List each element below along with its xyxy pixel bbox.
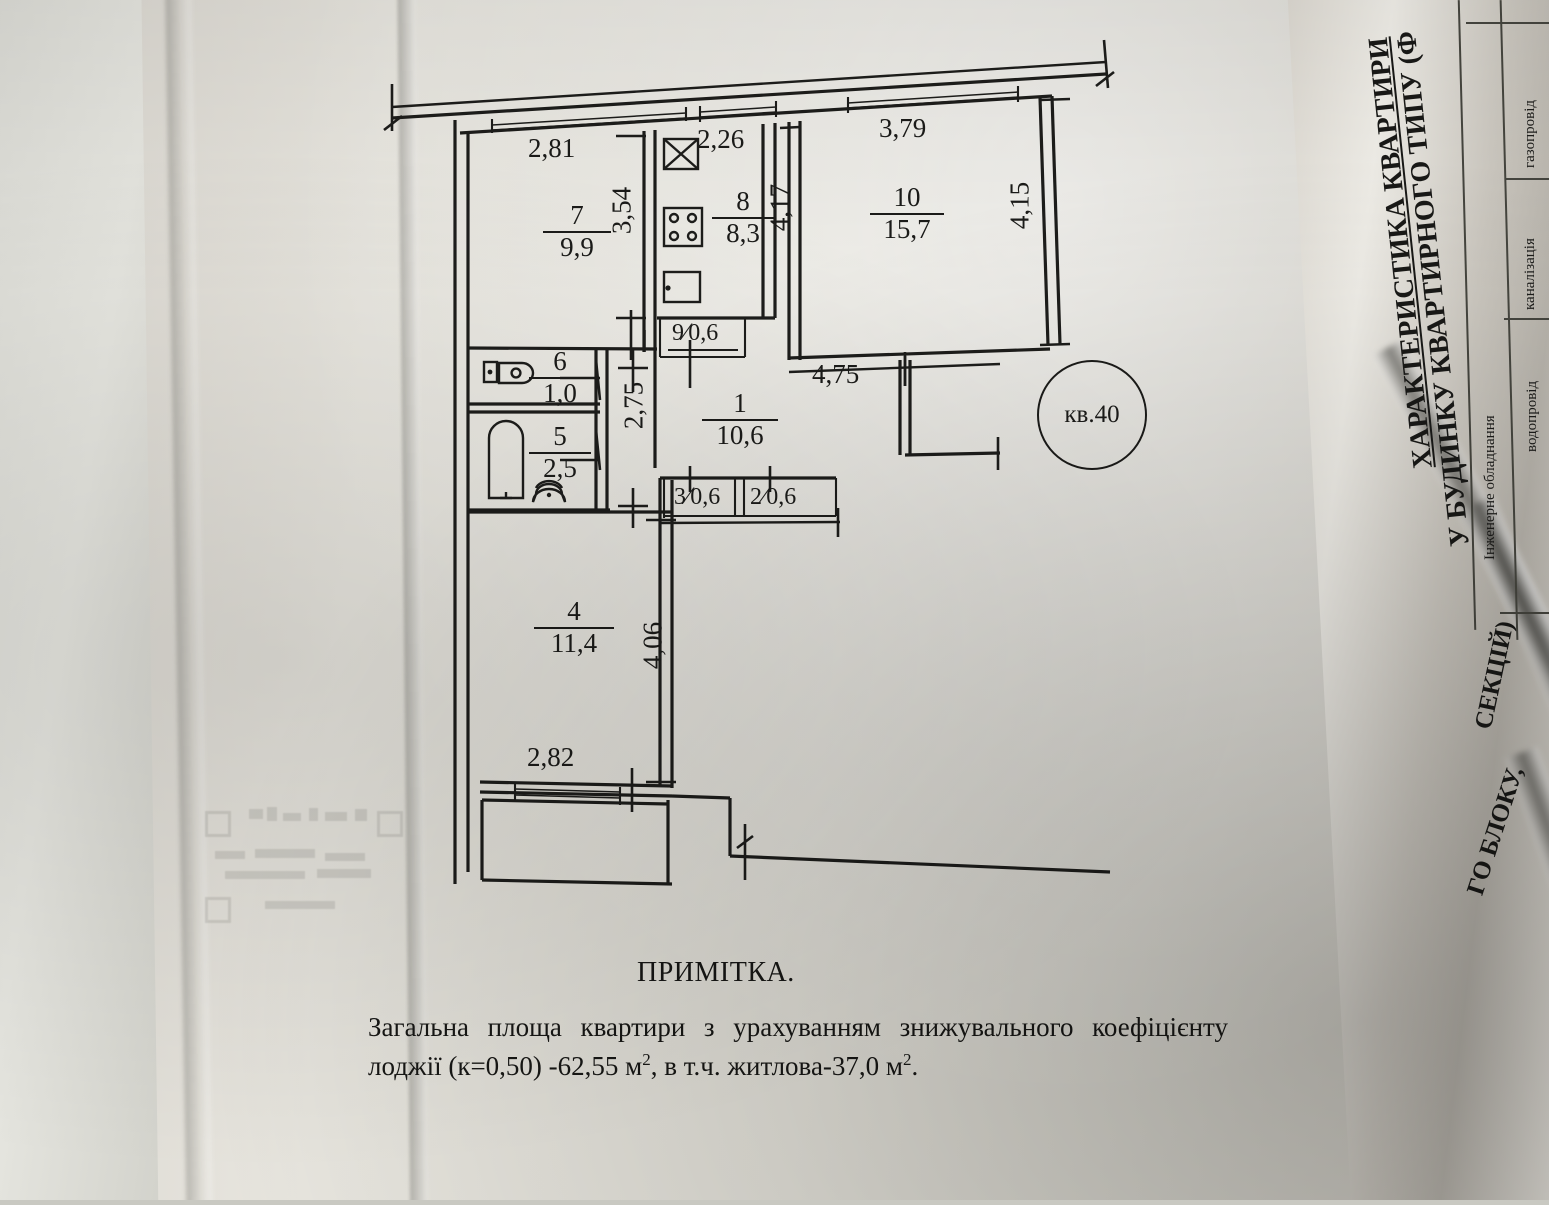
dim-room7-height: 3,54 bbox=[606, 186, 637, 235]
side-table-line-h1 bbox=[1466, 22, 1549, 24]
dim-room7-width: 2,81 bbox=[528, 133, 576, 163]
dim-room8-width: 2,26 bbox=[697, 124, 745, 154]
side-table-header-gas: газопровід bbox=[1522, 99, 1538, 168]
side-table-line-h3 bbox=[1504, 318, 1549, 320]
window-room8 bbox=[698, 101, 778, 122]
room-4-area: 11,4 bbox=[550, 627, 598, 658]
room-label-8: 8 8,3 bbox=[712, 186, 774, 248]
room-9-area: 0,6 bbox=[688, 320, 719, 346]
room-6-number: 6 bbox=[553, 346, 567, 376]
room-label-7: 7 9,9 bbox=[543, 200, 611, 262]
dim-room10-height: 4,15 bbox=[1004, 181, 1035, 230]
washbasin-icon bbox=[531, 479, 567, 503]
room-1-number: 1 bbox=[733, 388, 747, 418]
room-7-area: 9,9 bbox=[560, 231, 594, 262]
side-table-line-h2 bbox=[1506, 178, 1549, 180]
loggia-walls bbox=[480, 784, 1111, 886]
side-table-header-water: водопровід bbox=[1524, 380, 1540, 452]
kitchen-sink-icon bbox=[662, 137, 700, 171]
room-5-area: 2,5 bbox=[543, 452, 577, 483]
room-2-area: 0,6 bbox=[766, 484, 797, 510]
room-4-number: 4 bbox=[567, 596, 581, 626]
exterior-left-wall bbox=[453, 120, 470, 884]
room-8-area: 8,3 bbox=[726, 217, 760, 248]
room-6-area: 1,0 bbox=[543, 377, 577, 408]
dim-room10-width: 3,79 bbox=[879, 113, 927, 143]
dim-room4-height: 4,06 bbox=[637, 621, 668, 670]
toilet-icon bbox=[482, 360, 535, 385]
room-3-area: 0,6 bbox=[690, 484, 721, 510]
room-label-2: 2⁄0,6 bbox=[750, 483, 797, 510]
bathtub-icon bbox=[487, 419, 525, 500]
dimension-ticks bbox=[560, 97, 1071, 812]
room-1-area: 10,6 bbox=[716, 419, 764, 450]
closets-3-2-walls bbox=[659, 478, 841, 537]
room-10-number: 10 bbox=[893, 182, 921, 212]
room-7-walls bbox=[467, 130, 658, 352]
room-5-number: 5 bbox=[553, 421, 567, 451]
door-openings bbox=[644, 330, 730, 352]
room-3-number: 3 bbox=[674, 484, 686, 510]
room-4-walls bbox=[468, 478, 674, 798]
side-table-header-sewer: каналізація bbox=[1522, 238, 1538, 310]
room-label-3: 3⁄0,6 bbox=[674, 483, 721, 510]
room-9-number: 9 bbox=[672, 320, 684, 346]
room-10-area: 15,7 bbox=[883, 213, 931, 244]
room-8-number: 8 bbox=[736, 186, 750, 216]
note-line-2: коефіцієнту лоджії (к=0,50) -62,55 м2, в… bbox=[368, 1012, 1228, 1082]
room-label-10: 10 15,7 bbox=[870, 182, 944, 244]
kitchen-counter-icon bbox=[662, 270, 702, 304]
side-table-line-h4 bbox=[1500, 612, 1549, 614]
window-room7 bbox=[490, 107, 688, 133]
note-body: Загальна площа квартири з урахуванням зн… bbox=[368, 1008, 1228, 1086]
room-7-number: 7 bbox=[570, 200, 584, 230]
cooking-stove-icon bbox=[662, 206, 704, 248]
exterior-top-wall bbox=[391, 72, 1107, 135]
dim-corridor-height: 2,75 bbox=[618, 381, 649, 430]
note-line-1: Загальна площа квартири з урахуванням зн… bbox=[368, 1012, 1074, 1042]
side-table-header-engineering: Інженерне обладнання bbox=[1482, 415, 1498, 560]
dim-room8-height: 4,17 bbox=[764, 183, 795, 232]
room-8-walls bbox=[657, 123, 777, 320]
dim-room4-width: 2,82 bbox=[527, 742, 575, 772]
window-room10 bbox=[846, 86, 1020, 113]
corridor-1-walls bbox=[653, 352, 1001, 480]
room-label-5: 5 2,5 bbox=[529, 421, 591, 483]
dim-room10-bottom: 4,75 bbox=[812, 359, 860, 389]
bleed-through-stamp bbox=[205, 805, 430, 925]
room-label-6: 6 1,0 bbox=[529, 346, 591, 408]
room-2-number: 2 bbox=[750, 484, 762, 510]
room-label-9: 9⁄0,6 bbox=[672, 319, 719, 346]
top-dimension-line bbox=[383, 39, 1115, 132]
apartment-number-marker: кв.40 bbox=[1037, 360, 1147, 470]
room-label-1: 1 10,6 bbox=[702, 388, 778, 450]
room-label-4: 4 11,4 bbox=[534, 596, 614, 658]
room-10-walls bbox=[787, 95, 1062, 360]
note-heading: ПРИМІТКА. bbox=[637, 957, 795, 988]
